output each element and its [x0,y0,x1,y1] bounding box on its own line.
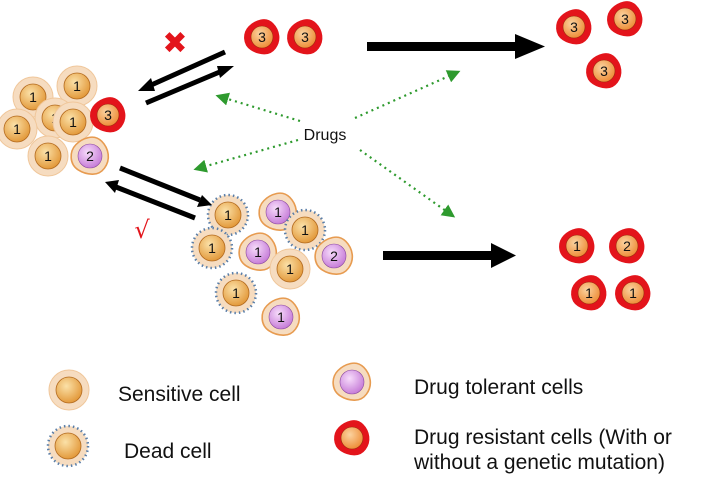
cell-label: 2 [330,248,338,264]
treated-cluster: 1 1 1 1 1 1 2 1 1 [190,192,354,337]
cell-label: 1 [301,222,309,238]
resistant-cell: 3 [90,97,126,133]
expansion-arrow-top [367,34,545,59]
drugs-label: Drugs [304,127,347,144]
tolerant-cell: 1 [261,297,301,337]
cell-label: 2 [86,148,94,164]
cell-label: 3 [301,29,309,45]
legend-sensitive-icon [48,369,90,411]
legend-tolerant-icon [332,362,372,402]
sensitive-cell: 1 [27,135,69,177]
dead-cell: 1 [190,226,234,270]
cell-label: 3 [104,107,112,123]
cell-label: 1 [29,89,37,105]
tolerant-cell: 1 [238,232,278,272]
reversible-transition-arrows [105,165,212,221]
expansion-arrow-bottom [383,243,516,268]
sensitive-cell: 1 [52,101,94,143]
resistant-cell: 3 [556,9,592,45]
legend-resistant-label: Drug resistant cells (With or without a … [414,425,672,475]
cell-label: 1 [69,114,77,130]
surviving-resistant-pair: 3 3 [244,19,323,55]
drug-arrows [193,70,461,218]
resistant-cell: 1 [559,228,595,264]
dead-cell: 1 [214,271,258,315]
resistant-cell: 1 [571,275,607,311]
dead-cell: 1 [206,193,250,237]
cell-label: 1 [224,207,232,223]
cell-label: 1 [208,240,216,256]
cell-label: 2 [623,238,631,254]
legend-dead-label: Dead cell [124,440,212,463]
cell-label: 1 [286,261,294,277]
cell-label: 1 [629,285,637,301]
cell-label: 3 [258,29,266,45]
expanded-resistant-population: 3 3 3 [556,1,643,89]
cell-label: 1 [274,204,282,220]
sensitive-cell: 1 [56,65,98,107]
blocked-mark: ✖ [162,26,187,61]
dead-cell: 1 [283,208,327,252]
cell-label: 1 [44,148,52,164]
resistant-cell: 3 [244,19,280,55]
sensitive-cell: 1 [269,248,311,290]
tolerant-cell: 2 [70,136,110,176]
resistant-outcome-population: 1 2 1 1 [559,228,651,311]
sensitive-cell: 1 [12,76,54,118]
resistant-cell: 3 [607,1,643,37]
legend-resistant-line2: without a genetic mutation) [414,451,665,474]
resistant-cell: 2 [609,228,645,264]
cell-label: 1 [254,244,262,260]
sensitive-cell: 1 [0,108,38,150]
cell-label: 3 [570,19,578,35]
cell-label: 1 [573,238,581,254]
cell-label: 1 [277,309,285,325]
resistant-cell: 3 [287,19,323,55]
cell-label: 3 [621,11,629,27]
blocked-transition-arrows [138,49,234,106]
cell-label: 1 [13,121,21,137]
legend-tolerant-label: Drug tolerant cells [414,376,584,399]
cell-label: 3 [600,63,608,79]
initial-population: 1 1 1 1 1 3 1 2 [0,65,126,177]
allowed-mark: √ [134,216,150,244]
legend-dead-icon [46,424,90,468]
legend-resistant-line1: Drug resistant cells (With or [414,426,672,449]
resistant-cell: 3 [586,53,622,89]
tolerant-cell: 2 [314,236,354,276]
legend-resistant-icon [334,420,370,456]
cell-label: 1 [73,78,81,94]
cell-label: 1 [585,285,593,301]
legend-sensitive-label: Sensitive cell [118,383,241,406]
cell-label: 1 [232,285,240,301]
resistant-cell: 1 [615,275,651,311]
